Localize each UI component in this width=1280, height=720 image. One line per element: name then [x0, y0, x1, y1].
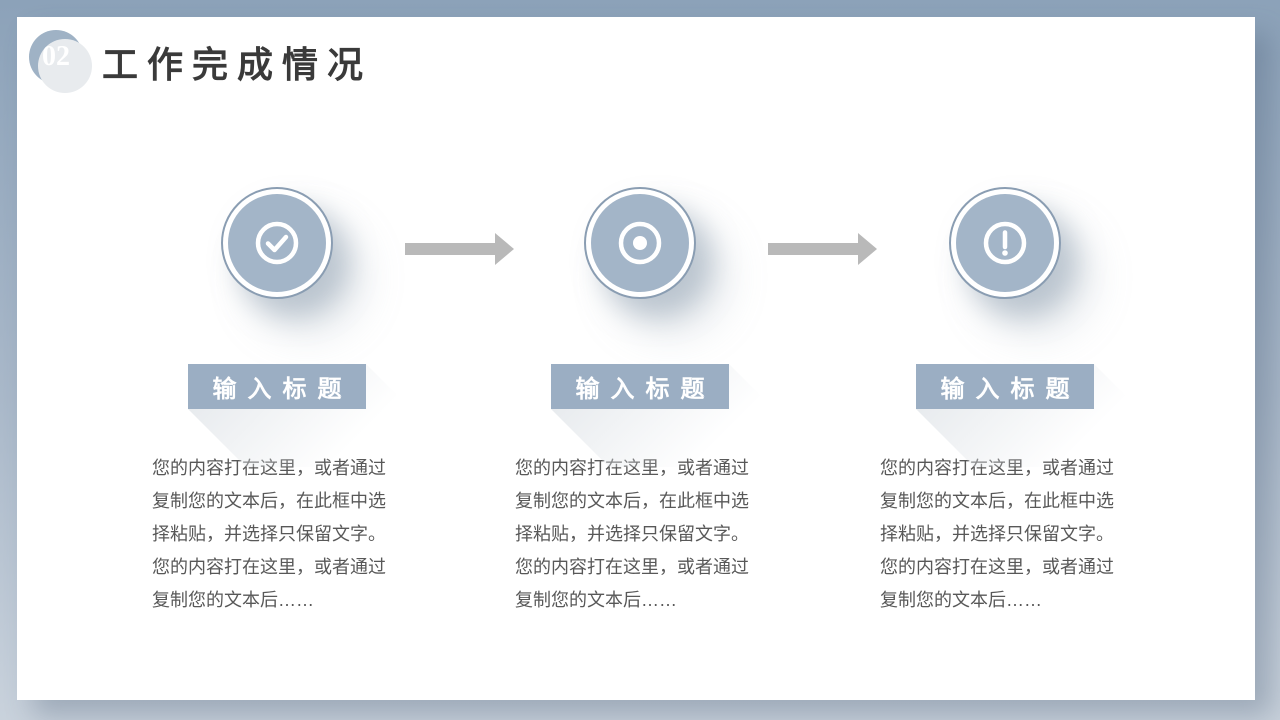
check-circle-icon	[228, 194, 326, 292]
step-title-1: 输入标题	[212, 377, 353, 403]
step-title-bar-2: 输入标题	[551, 364, 729, 409]
step-title-bar-3: 输入标题	[916, 364, 1094, 409]
step-column-2: 输入标题 您的内容打在这里，或者通过 复制您的文本后，在此框中选 择粘贴，并选择…	[515, 187, 765, 617]
step-title-3: 输入标题	[940, 377, 1081, 403]
arrow-right-icon	[405, 233, 514, 265]
arrow-head	[858, 233, 877, 265]
step-body-1: 您的内容打在这里，或者通过 复制您的文本后，在此框中选 择粘贴，并选择只保留文字…	[152, 458, 386, 610]
section-number-badge: 02	[29, 30, 92, 93]
step-circle-1	[221, 187, 333, 299]
section-number: 02	[42, 41, 70, 72]
arrow-right-icon	[768, 233, 877, 265]
slide-page: 02 工作完成情况 输入标题 您的内容打在这里，或者通过 复制您的文本后，在此框…	[17, 17, 1255, 700]
step-body-2: 您的内容打在这里，或者通过 复制您的文本后，在此框中选 择粘贴，并选择只保留文字…	[515, 458, 749, 610]
arrow-head	[495, 233, 514, 265]
step-title-2: 输入标题	[575, 377, 716, 403]
arrow-shaft	[405, 243, 495, 255]
arrow-shaft	[768, 243, 858, 255]
step-column-3: 输入标题 您的内容打在这里，或者通过 复制您的文本后，在此框中选 择粘贴，并选择…	[880, 187, 1130, 617]
step-column-1: 输入标题 您的内容打在这里，或者通过 复制您的文本后，在此框中选 择粘贴，并选择…	[152, 187, 402, 617]
step-circle-2	[584, 187, 696, 299]
step-circle-3	[949, 187, 1061, 299]
step-body-3: 您的内容打在这里，或者通过 复制您的文本后，在此框中选 择粘贴，并选择只保留文字…	[880, 458, 1114, 610]
bullseye-circle-icon	[591, 194, 689, 292]
step-title-bar-1: 输入标题	[188, 364, 366, 409]
exclamation-circle-icon	[956, 194, 1054, 292]
page-title: 工作完成情况	[102, 45, 373, 85]
